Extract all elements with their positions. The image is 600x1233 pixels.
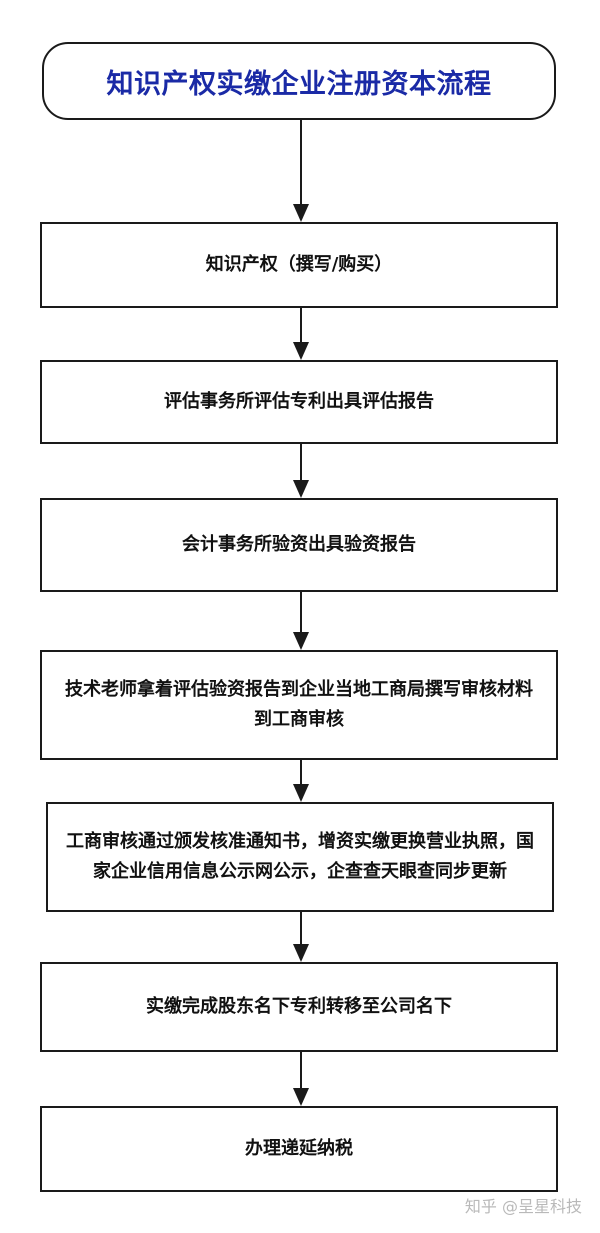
connector-line-1 xyxy=(300,120,302,204)
connector-line-7 xyxy=(300,1052,302,1088)
step-text-5: 工商审核通过颁发核准通知书，增资实缴更换营业执照，国家企业信用信息公示网公示，企… xyxy=(66,831,534,882)
step-text-6: 实缴完成股东名下专利转移至公司名下 xyxy=(146,996,452,1017)
arrowhead-4 xyxy=(293,632,309,650)
connector-line-4 xyxy=(300,592,302,632)
arrowhead-3 xyxy=(293,480,309,498)
connector-line-3 xyxy=(300,444,302,480)
step-text-7: 办理递延纳税 xyxy=(245,1138,353,1159)
step-box-2: 评估事务所评估专利出具评估报告 xyxy=(40,360,558,444)
step-text-2: 评估事务所评估专利出具评估报告 xyxy=(164,391,434,412)
arrowhead-5 xyxy=(293,784,309,802)
connector-line-6 xyxy=(300,912,302,944)
arrowhead-7 xyxy=(293,1088,309,1106)
watermark: 知乎 @呈星科技 xyxy=(464,1197,582,1216)
step-box-5: 工商审核通过颁发核准通知书，增资实缴更换营业执照，国家企业信用信息公示网公示，企… xyxy=(46,802,554,912)
arrowhead-6 xyxy=(293,944,309,962)
step-text-1: 知识产权（撰写/购买） xyxy=(205,254,393,275)
step-box-3: 会计事务所验资出具验资报告 xyxy=(40,498,558,592)
step-text-4: 技术老师拿着评估验资报告到企业当地工商局撰写审核材料到工商审核 xyxy=(65,679,533,730)
arrowhead-1 xyxy=(293,204,309,222)
step-box-6: 实缴完成股东名下专利转移至公司名下 xyxy=(40,962,558,1052)
connector-line-5 xyxy=(300,760,302,784)
step-box-7: 办理递延纳税 xyxy=(40,1106,558,1192)
flowchart-title-box: 知识产权实缴企业注册资本流程 xyxy=(42,42,556,120)
step-box-4: 技术老师拿着评估验资报告到企业当地工商局撰写审核材料到工商审核 xyxy=(40,650,558,760)
step-box-1: 知识产权（撰写/购买） xyxy=(40,222,558,308)
flowchart-title: 知识产权实缴企业注册资本流程 xyxy=(106,68,492,100)
connector-line-2 xyxy=(300,308,302,342)
arrowhead-2 xyxy=(293,342,309,360)
step-text-3: 会计事务所验资出具验资报告 xyxy=(182,534,416,555)
